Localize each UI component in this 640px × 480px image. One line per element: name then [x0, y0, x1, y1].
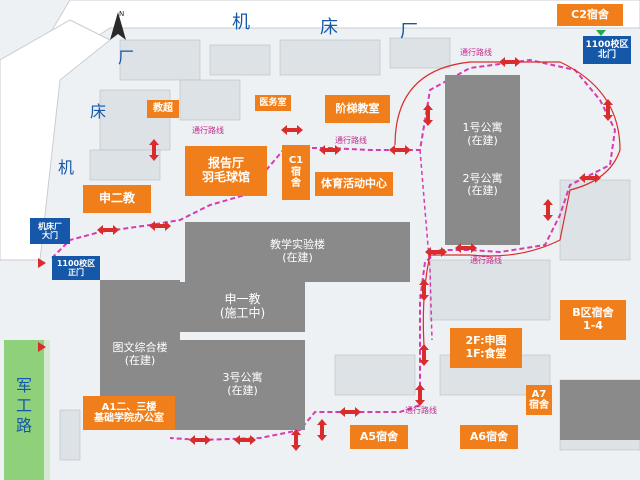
- red-boundary: [394, 61, 621, 361]
- clinic[interactable]: 医务室: [255, 95, 291, 111]
- apartment-1-2[interactable]: 1号公寓 (在建) 2号公寓 (在建): [445, 75, 520, 245]
- main-gate-marker: [38, 258, 46, 268]
- road-char: 厂: [400, 21, 418, 42]
- lecture-hall[interactable]: 阶梯教室: [325, 95, 390, 123]
- teaching-lab-building[interactable]: 教学实验楼 (在建): [185, 222, 410, 282]
- road-char: 机: [232, 12, 250, 33]
- route-tag: 通行路线: [335, 136, 367, 145]
- road-char: 床: [320, 17, 338, 38]
- apartment-3[interactable]: 3号公寓 (在建): [180, 340, 305, 430]
- left-road: [0, 19, 111, 261]
- c1-dorm[interactable]: C1 宿 舍: [282, 145, 310, 200]
- a1-office[interactable]: A1二、三楼 基础学院办公室: [83, 396, 175, 430]
- a6-dorm[interactable]: A6宿舍: [460, 425, 518, 449]
- road-char: 路: [16, 416, 33, 435]
- route-tag: 通行路线: [460, 48, 492, 57]
- route-path-inner: [419, 149, 433, 341]
- route-tag: 通行路线: [405, 406, 437, 415]
- canteen[interactable]: 2F:申图 1F:食堂: [450, 328, 522, 368]
- road-char: 厂: [118, 48, 135, 67]
- north-gate[interactable]: 1100校区 北门: [583, 36, 631, 64]
- north-arrow-icon: [110, 12, 126, 40]
- road-char: 工: [16, 396, 33, 415]
- road-char: 军: [16, 376, 33, 395]
- road-char: 机: [58, 158, 75, 177]
- shen-1-building[interactable]: 申一教 (施工中): [180, 282, 305, 332]
- road-char: 床: [90, 102, 107, 121]
- route-tag: 通行路线: [192, 126, 224, 135]
- side-gate-marker: [38, 342, 46, 352]
- route-tag: 通行路线: [470, 256, 502, 265]
- jungong-road-strip: [4, 340, 44, 480]
- shen-2-building[interactable]: 申二教: [83, 185, 151, 213]
- b-area-dorm[interactable]: B区宿舍 1-4: [560, 300, 626, 340]
- sports-center[interactable]: 体育活动中心: [315, 172, 393, 196]
- c2-dorm[interactable]: C2宿舍: [557, 4, 623, 26]
- north-gate-marker: [596, 30, 606, 36]
- north-label: N: [119, 10, 125, 18]
- main-gate[interactable]: 1100校区 正门: [52, 256, 100, 280]
- machine-factory-gate[interactable]: 机床厂 大门: [30, 218, 70, 244]
- gray-block-se: [560, 380, 640, 440]
- a5-dorm[interactable]: A5宿舍: [350, 425, 408, 449]
- a7-dorm[interactable]: A7 宿舍: [526, 385, 552, 415]
- teaching-supermarket[interactable]: 教超: [147, 100, 179, 118]
- auditorium-badminton[interactable]: 报告厅 羽毛球馆: [185, 146, 267, 196]
